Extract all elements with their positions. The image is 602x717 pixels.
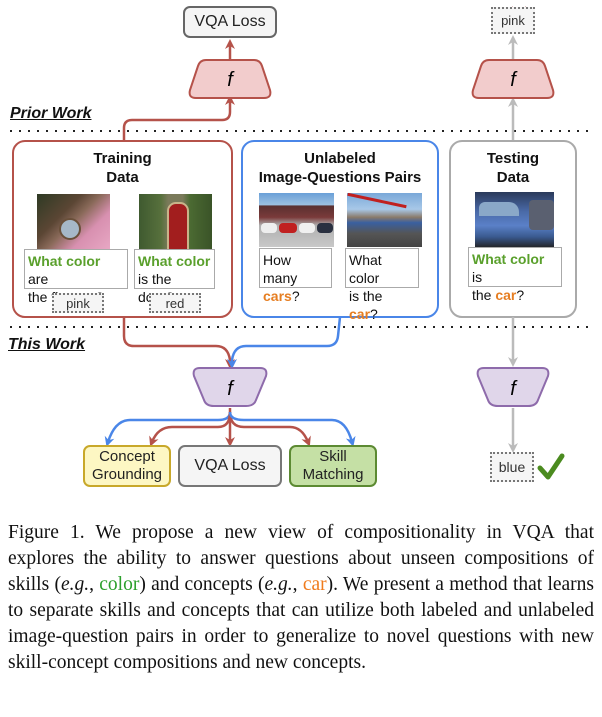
- concept-word: car: [495, 287, 517, 303]
- prior-test-f-symbol: f: [510, 69, 518, 91]
- ours-unlabeled-arrow: [227, 316, 342, 369]
- question-text: ?: [291, 288, 300, 304]
- prior-prediction-answer: pink: [491, 7, 535, 34]
- training-image-flowers: [37, 194, 110, 250]
- training-title-line1: Training: [93, 150, 152, 167]
- prior-vqa-loss-box: VQA Loss: [183, 6, 277, 38]
- testing-title-line2: Data: [496, 169, 530, 186]
- caption-text: ,: [292, 574, 303, 595]
- prior-f-symbol: f: [227, 69, 235, 91]
- question-text: How many: [263, 252, 298, 286]
- arrow-to-concept-red: [149, 411, 232, 447]
- ours-f-symbol: f: [227, 378, 235, 400]
- question-text: ?: [516, 287, 525, 303]
- question-text: are: [28, 271, 49, 287]
- testing-panel-title: Testing Data: [450, 149, 576, 187]
- caption-skill-word: color: [99, 574, 140, 595]
- unlabeled-title-line2: Image-Questions Pairs: [258, 169, 422, 186]
- training-answer-1: pink: [52, 293, 104, 313]
- caption-concept-word: car: [302, 574, 327, 595]
- vqa-loss-box: VQA Loss: [178, 445, 282, 487]
- testing-image-blue-car: [475, 192, 554, 248]
- concept-word: car: [349, 306, 371, 322]
- figure-1: f f f f Prior Work: [8, 6, 592, 487]
- caption-text: ,: [89, 574, 100, 595]
- output-label-line2: Grounding: [91, 466, 163, 483]
- prior-test-f-shape: [471, 59, 555, 99]
- testing-question: What color is the car?: [468, 247, 562, 303]
- prior-work-label: Prior Work: [10, 105, 92, 122]
- training-image-door: [139, 194, 212, 250]
- training-panel-title: Training Data: [13, 149, 232, 187]
- unlabeled-panel-title: Unlabeled Image-Questions Pairs: [242, 149, 438, 187]
- output-label-line1: Concept: [99, 448, 155, 465]
- question-text: is the: [349, 288, 383, 304]
- check-mark-icon: [537, 453, 565, 480]
- this-work-label: This Work: [8, 336, 86, 353]
- unlabeled-question-1: How many cars?: [259, 248, 332, 304]
- ours-test-f-symbol: f: [510, 378, 518, 400]
- testing-title-line1: Testing: [486, 150, 540, 167]
- unlabeled-image-car-lot: [347, 193, 422, 247]
- concept-word: cars: [263, 288, 292, 304]
- training-title-line2: Data: [106, 169, 139, 186]
- ours-labeled-arrow: [122, 317, 235, 369]
- question-text: is: [472, 269, 483, 285]
- caption-text: ). We present a method that learns to se…: [8, 574, 595, 673]
- ours-f-shape: [192, 367, 268, 407]
- caption-text: ) and concepts (: [139, 574, 265, 595]
- ours-test-f-shape: [476, 367, 550, 407]
- unlabeled-title-line1: Unlabeled: [304, 150, 376, 167]
- question-text: What color: [349, 252, 382, 286]
- question-text: ?: [370, 306, 378, 322]
- unlabeled-question-2: What color is the car?: [345, 248, 419, 322]
- arrow-to-skill-blue: [228, 411, 356, 447]
- output-label-line1: Skill: [319, 448, 347, 465]
- skill-word: What color: [138, 253, 211, 269]
- output-label-line2: Matching: [302, 466, 364, 483]
- figure-caption: Figure 1. We propose a new view of compo…: [8, 520, 594, 676]
- skill-word: What color: [28, 253, 101, 269]
- prior-train-arrow: [122, 95, 235, 140]
- caption-text: Figure 1. We propose a new view of compo…: [8, 522, 594, 595]
- training-question-2: What color is the door?: [134, 249, 215, 305]
- prior-f-shape: [188, 59, 272, 99]
- ours-prediction-answer: blue: [490, 452, 534, 482]
- arrow-to-skill-red: [228, 411, 311, 447]
- training-answer-2: red: [149, 293, 201, 313]
- unlabeled-image-dealership: [259, 193, 334, 247]
- caption-eg: e.g.: [60, 574, 90, 595]
- question-text: the: [472, 287, 496, 303]
- training-question-1: What color are the flowers?: [24, 249, 128, 305]
- caption-eg: e.g.: [264, 574, 293, 595]
- output-label-line1: VQA Loss: [194, 457, 266, 474]
- skill-word: What color: [472, 251, 545, 267]
